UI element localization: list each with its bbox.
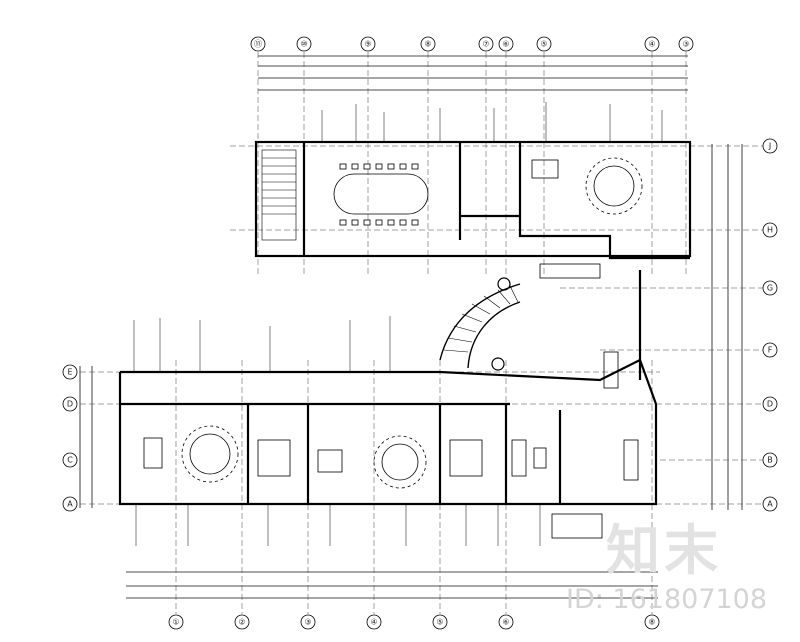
watermark-logo: 知末: [606, 519, 722, 582]
axis-top-label: ⑪: [254, 40, 262, 49]
axis-bottom-label: ①: [172, 618, 179, 627]
axis-top-label: ③: [682, 40, 689, 49]
axis-top-label: ⑩: [300, 40, 307, 49]
axis-top-label: ④: [648, 40, 655, 49]
axis-top-label: ⑧: [424, 40, 431, 49]
axis-right-label: A: [767, 500, 773, 509]
axis-right-label: J: [768, 142, 771, 151]
axis-top-label: ⑤: [540, 40, 547, 49]
axis-right-label: F: [768, 346, 773, 355]
axis-top-label: ⑦: [482, 40, 489, 49]
axis-right-label: H: [767, 226, 773, 235]
axis-right-label: D: [767, 400, 773, 409]
axis-bottom-label: ④: [370, 618, 377, 627]
axis-top-label: ⑨: [364, 40, 371, 49]
axis-right-label: G: [767, 284, 773, 293]
axis-left-label: D: [67, 400, 73, 409]
watermark-id: ID: 161807108: [566, 584, 768, 615]
axis-left-label: A: [67, 500, 73, 509]
axis-left-label: E: [67, 368, 72, 377]
axis-bottom-label: ⑧: [648, 618, 655, 627]
axis-left-label: C: [67, 456, 73, 465]
axis-bottom-label: ⑥: [502, 618, 509, 627]
axis-right-label: B: [767, 456, 773, 465]
axis-bottom-label: ③: [304, 618, 311, 627]
axis-bottom-label: ⑤: [436, 618, 443, 627]
axis-top-label: ⑥: [502, 40, 509, 49]
axis-bottom-label: ②: [238, 618, 245, 627]
